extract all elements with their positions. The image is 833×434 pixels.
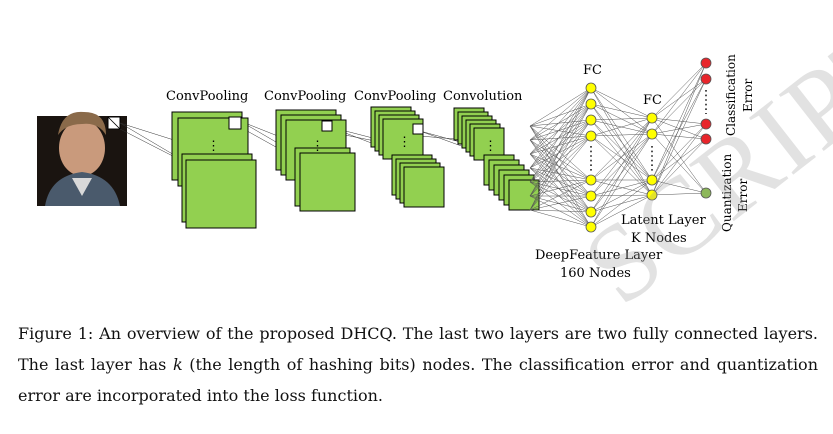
deepfeature-node	[585, 98, 597, 110]
conv-layer-3: ⋮	[370, 106, 445, 208]
fc-label-1: FC	[583, 63, 602, 78]
quantization-label-1: Quantization	[720, 154, 734, 232]
network-diagram: ⋮ ⋮ ⋮ ⋮	[37, 54, 755, 281]
deepfeature-node	[585, 82, 597, 94]
deepfeature-layer-label: DeepFeature Layer	[535, 248, 663, 263]
conv-label-4: Convolution	[443, 89, 523, 104]
quantization-node	[700, 187, 712, 199]
svg-text:⋮: ⋮	[207, 139, 220, 154]
deepfeature-node	[585, 221, 597, 233]
latent-node	[646, 189, 658, 201]
deepfeature-node	[585, 174, 597, 186]
classification-label-1: Classification	[724, 54, 738, 136]
classification-node	[700, 133, 712, 145]
conv-layer-4: ⋮	[453, 107, 540, 211]
input-face-image	[37, 111, 127, 206]
latent-node	[646, 128, 658, 140]
deepfeature-node	[585, 130, 597, 142]
deepfeature-node	[585, 114, 597, 126]
conv-label-2: ConvPooling	[264, 89, 346, 104]
deepfeature-node	[585, 190, 597, 202]
conv-label-3: ConvPooling	[354, 89, 436, 104]
svg-text:⋮: ⋮	[398, 135, 411, 150]
fc-label-2: FC	[643, 93, 662, 108]
classification-node	[700, 57, 712, 69]
latent-node	[646, 112, 658, 124]
classification-node	[700, 118, 712, 130]
conv-layer-2: ⋮	[275, 109, 356, 212]
conv-label-1: ConvPooling	[166, 89, 248, 104]
caption-part-1: Figure 1: An overview of the proposed DH…	[18, 324, 818, 374]
caption-variable: k	[172, 355, 183, 374]
quantization-label-2: Error	[736, 179, 750, 212]
latent-nodes-label: K Nodes	[631, 231, 687, 246]
deepfeature-node	[585, 206, 597, 218]
conv-layer-1: ⋮	[171, 111, 257, 229]
figure-caption: Figure 1: An overview of the proposed DH…	[18, 318, 818, 411]
classification-label-2: Error	[741, 79, 755, 112]
svg-text:⋮: ⋮	[484, 139, 497, 154]
latent-layer-label: Latent Layer	[621, 213, 706, 228]
deepfeature-nodes-label: 160 Nodes	[560, 266, 631, 281]
node-layers	[585, 57, 712, 233]
caption-part-2: (the length of hashing bits) nodes. The …	[18, 355, 818, 405]
latent-node	[646, 174, 658, 186]
fc-connection-lines	[529, 62, 707, 228]
svg-text:⋮: ⋮	[311, 139, 324, 154]
classification-node	[700, 73, 712, 85]
